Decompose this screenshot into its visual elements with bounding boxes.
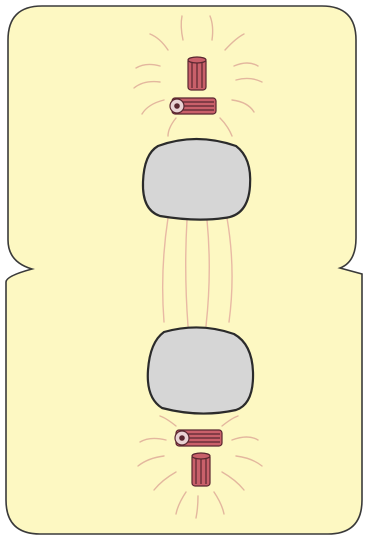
daughter-nucleus-top — [143, 139, 250, 220]
cell-membrane — [6, 6, 362, 534]
centriole-horizontal — [170, 98, 216, 114]
daughter-nucleus-bottom — [148, 327, 253, 413]
centriole-vertical — [188, 57, 206, 90]
centriole-vertical — [192, 453, 210, 486]
centriole-horizontal — [175, 430, 222, 446]
